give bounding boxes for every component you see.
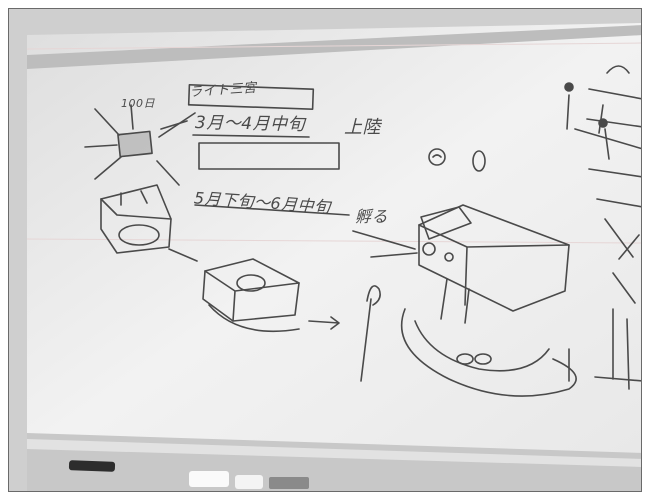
- whiteboard-photo: [9, 9, 642, 492]
- note-landing: 上陸: [344, 113, 381, 139]
- note-hatch: 孵る: [355, 203, 388, 227]
- photo-frame: 100日 ライト三宮 3月〜4月中旬 上陸 5月下旬〜6月中旬 孵る: [8, 8, 642, 492]
- note-mar-apr: 3月〜4月中旬: [195, 108, 306, 135]
- marker-dark: [69, 460, 115, 472]
- eraser-block: [189, 471, 229, 487]
- note-count: 100日: [121, 95, 155, 111]
- eraser-block-2: [235, 475, 263, 489]
